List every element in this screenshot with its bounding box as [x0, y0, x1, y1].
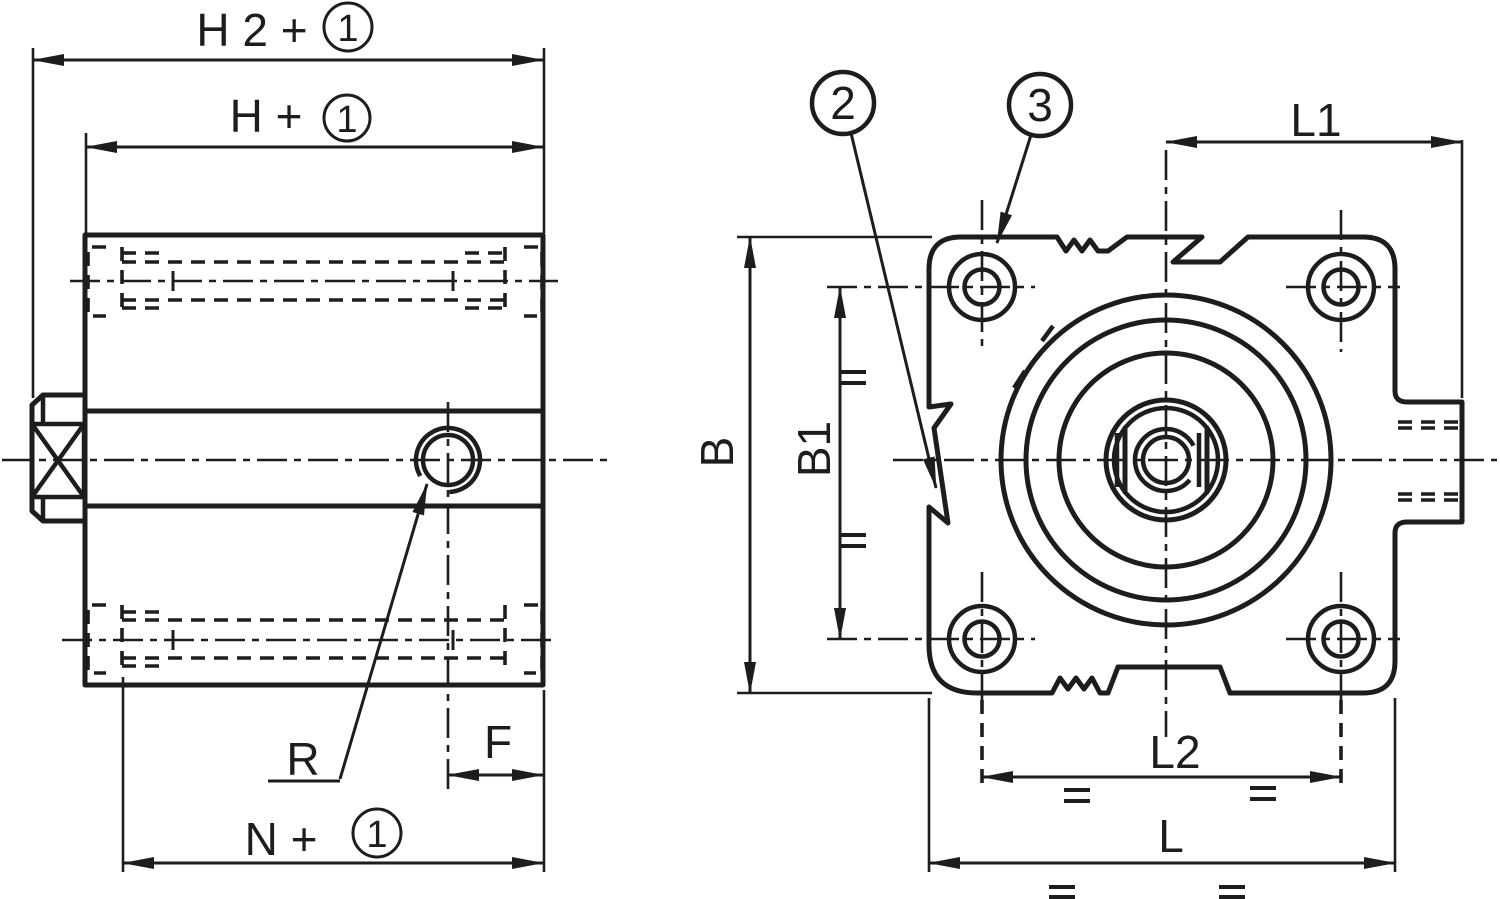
dim-label-l1: L1 — [1290, 94, 1341, 146]
dimension-l2: L2 — [980, 700, 1343, 803]
circled-1-text: 1 — [336, 99, 357, 141]
dim-label-f: F — [484, 716, 512, 768]
circled-1-text: 1 — [366, 814, 387, 856]
dimension-b: B — [691, 235, 932, 695]
circled-1-badge — [322, 1, 374, 53]
callout-3-text: 3 — [1027, 79, 1053, 131]
circled-1-text: 1 — [337, 8, 358, 50]
dimension-h: H + 1 — [84, 90, 544, 233]
equal-symmetry-mark — [840, 533, 866, 548]
front-view: 2 3 L1 B B1 — [691, 69, 1497, 899]
dimension-f: F — [447, 690, 546, 872]
callout-balloon-2: 2 — [809, 69, 938, 489]
dimension-h2: H 2 + 1 — [31, 1, 546, 398]
port-tab-thread-hidden — [1398, 420, 1460, 502]
mounting-hole-bottom-right — [1286, 572, 1400, 700]
callout-2-text: 2 — [830, 77, 856, 129]
equal-symmetry-mark — [840, 370, 866, 385]
mounting-hole-top-left — [946, 200, 1018, 352]
dimension-l1: L1 — [1165, 94, 1464, 398]
tie-rod-bore-bottom-hidden — [62, 603, 558, 675]
equal-symmetry-mark — [1250, 786, 1276, 801]
port-thread-callout-r: R — [268, 483, 429, 785]
mounting-hole-top-right — [1286, 210, 1400, 352]
piston-rod-nut — [29, 392, 87, 524]
callout-balloon-3: 3 — [995, 71, 1074, 244]
dim-label-h: H + — [230, 90, 303, 142]
dim-label-l2: L2 — [1149, 726, 1200, 778]
tie-rod-bore-top-hidden — [70, 245, 558, 318]
dimension-b1: B1 — [788, 285, 1035, 641]
dim-label-b1: B1 — [788, 421, 840, 477]
equal-symmetry-mark — [1049, 885, 1075, 899]
dim-label-l: L — [1158, 810, 1184, 862]
dim-label-h2: H 2 + — [196, 4, 307, 56]
dimension-n: N + 1 — [121, 677, 544, 872]
dimension-l: L — [927, 698, 1397, 899]
air-port — [413, 402, 483, 790]
equal-symmetry-mark — [1064, 788, 1090, 803]
side-view: H 2 + 1 H + 1 R F N + — [2, 1, 612, 872]
front-body-outline — [926, 234, 1465, 696]
equal-symmetry-mark — [1219, 885, 1245, 899]
circled-1-badge — [322, 93, 372, 143]
label-r: R — [286, 733, 319, 785]
dim-label-n: N + — [245, 813, 318, 865]
boss-notch-mark — [1012, 369, 1027, 390]
mounting-hole-bottom-left — [946, 572, 1018, 700]
boss-notch-mark — [1040, 324, 1055, 343]
dim-label-b: B — [691, 437, 743, 468]
circled-1-badge — [351, 807, 403, 859]
